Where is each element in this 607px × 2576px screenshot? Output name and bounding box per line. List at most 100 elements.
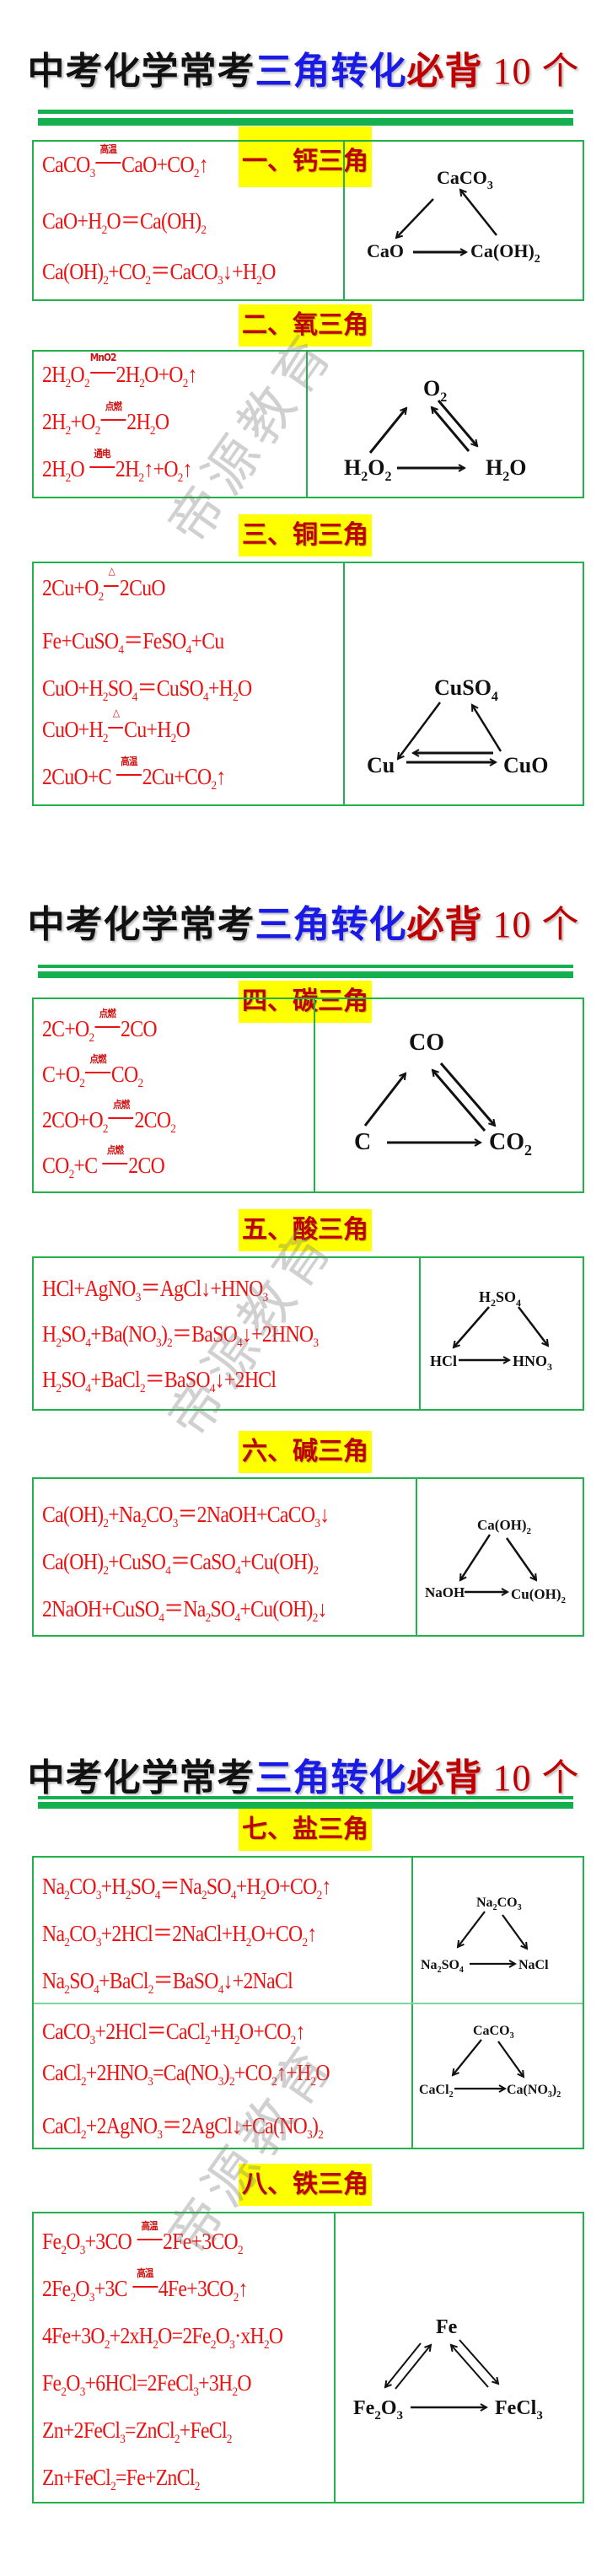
equation: Fe+CuSO4＝FeSO4+Cu [42,628,224,657]
section-box-base: Ca(OH)2+Na2CO3＝2NaOH+CaCO3↓ Ca(OH)2+CuSO… [32,1477,584,1637]
svg-text:Cu: Cu [367,753,395,777]
equation: 4Fe+3O2+2xH2O=2Fe2O3·xH2O [42,2323,283,2352]
svg-text:Fe2O3: Fe2O3 [353,2397,403,2423]
equation: CuO+H2SO4＝CuSO4+H2O [42,675,252,704]
equation: CaCl2+2HNO3=Ca(NO3)2+CO2↑+H2O [42,2060,330,2089]
equation: H2SO4+Ba(NO3)2＝BaSO4↓+2HNO3 [42,1321,319,1350]
equation: Fe2O3+6HCl=2FeCl3+3H2O [42,2370,252,2399]
section-heading-calcium: 一、钙三角 [239,126,372,187]
page-title-3: 中考化学常考三角转化必背 10 个 [27,1756,580,1799]
equation: Ca(OH)2+CO2＝CaCO3↓+H2O [42,259,276,288]
equation: CaCO3+2HCl＝CaCl2+H2O+CO2↑ [42,2019,305,2047]
svg-text:H2O: H2O [486,455,526,484]
condition-mark: 高温 [95,143,121,170]
svg-text:HNO3: HNO3 [513,1353,552,1373]
svg-text:NaOH: NaOH [425,1584,465,1600]
svg-text:Na2SO4: Na2SO4 [421,1958,464,1975]
row-divider [34,2003,583,2004]
svg-text:CuSO4: CuSO4 [434,675,498,704]
equation: HCl+AgNO3＝AgCl↓+HNO3 [42,1276,268,1304]
equation: Na2CO3+H2SO4＝Na2SO4+H2O+CO2↑ [42,1874,331,1902]
equation: Zn+FeCl2=Fe+ZnCl2 [42,2465,200,2493]
section-box-acid: HCl+AgNO3＝AgCl↓+HNO3 H2SO4+Ba(NO3)2＝BaSO… [32,1256,584,1411]
column-divider [343,142,345,299]
svg-text:Na2CO3: Na2CO3 [476,1896,522,1912]
equation: 2Cu+O2△2CuO [42,565,166,604]
equation: Ca(OH)2+CuSO4＝CaSO4+Cu(OH)2 [42,1549,319,1578]
triangle-diagram-acid: H2SO4 HCl HNO3 [430,1288,552,1373]
equation: CaO+H2O＝Ca(OH)2 [42,208,207,237]
svg-text:H2O2: H2O2 [344,455,391,484]
svg-text:CaCO3: CaCO3 [473,2024,514,2041]
title-red: 必背 [406,50,483,93]
equation: CuO+H2△Cu+H2O [42,707,191,745]
title-underline-thin [38,110,573,114]
section-heading-carbon: 四、碳三角 [239,981,372,1023]
section-heading-copper: 三、铜三角 [239,514,372,557]
section-heading-base: 六、碱三角 [239,1431,372,1473]
section-box-salt: Na2CO3+H2SO4＝Na2SO4+H2O+CO2↑ Na2CO3+2HCl… [32,1856,584,2149]
svg-text:CaCl2: CaCl2 [419,2083,454,2100]
title-underline-thin [38,1796,573,1799]
svg-text:CO2: CO2 [489,1129,532,1159]
title-underline-thick [38,971,573,978]
section-heading-salt: 七、盐三角 [239,1809,372,1851]
triangle-diagram-copper: CuSO4 Cu CuO [367,675,548,777]
title-underline-thick [38,1802,573,1809]
triangle-diagram-oxygen: O2 H2O2 H2O [344,376,526,484]
svg-text:Ca(NO3)2: Ca(NO3)2 [507,2083,561,2100]
svg-text:NaCl: NaCl [518,1958,549,1972]
section-heading-oxygen: 二、氧三角 [239,304,372,347]
title-black: 中考化学常考 [27,50,255,93]
equation: Na2CO3+2HCl＝2NaCl+H2O+CO2↑ [42,1921,317,1949]
svg-text:CO: CO [409,1030,444,1056]
equation: 2NaOH+CuSO4＝Na2SO4+Cu(OH)2↓ [42,1596,328,1625]
svg-text:O2: O2 [423,376,447,405]
svg-text:C: C [354,1129,371,1155]
svg-text:HCl: HCl [430,1353,457,1369]
equation: H2SO4+BaCl2＝BaSO4↓+2HCl [42,1367,277,1396]
triangle-diagram-iron: Fe Fe2O3 FeCl3 [353,2316,543,2423]
title-underline-thick [38,118,573,126]
column-divider [314,999,315,1191]
equation: Zn+2FeCl3=ZnCl2+FeCl2 [42,2417,232,2446]
column-divider [343,563,345,804]
page-title: 中考化学常考三角转化必背 10 个 [0,40,607,94]
column-divider [419,1258,421,1409]
svg-text:Fe: Fe [436,2316,458,2338]
column-divider [306,352,308,497]
svg-text:CuO: CuO [503,753,548,777]
svg-text:CaO: CaO [367,240,404,261]
section-heading-iron: 八、铁三角 [239,2164,372,2206]
section-heading-acid: 五、酸三角 [239,1209,372,1251]
page-title-2: 中考化学常考三角转化必背 10 个 [27,903,580,946]
equation: CaCl2+2AgNO3＝2AgCl↓+Ca(NO3)2 [42,2113,324,2142]
svg-text:Ca(OH)2: Ca(OH)2 [477,1517,532,1536]
svg-text:FeCl3: FeCl3 [495,2397,543,2423]
equation: Na2SO4+BaCl2＝BaSO4↓+2NaCl [42,1968,293,1997]
svg-text:Ca(OH)2: Ca(OH)2 [470,240,540,266]
triangle-diagram-sodium-salt: Na2CO3 Na2SO4 NaCl [421,1896,549,1975]
title-blue: 三角转化 [255,50,407,93]
svg-text:CaCO3: CaCO3 [437,167,493,192]
column-divider [416,1479,417,1635]
title-underline-thin [38,965,573,968]
column-divider [334,2213,336,2502]
triangle-diagram-calcium-salt: CaCO3 CaCl2 Ca(NO3)2 [419,2024,561,2100]
svg-text:Cu(OH)2: Cu(OH)2 [511,1586,567,1605]
section-box-copper: 2Cu+O2△2CuO Fe+CuSO4＝FeSO4+Cu CuO+H2SO4＝… [32,562,584,806]
